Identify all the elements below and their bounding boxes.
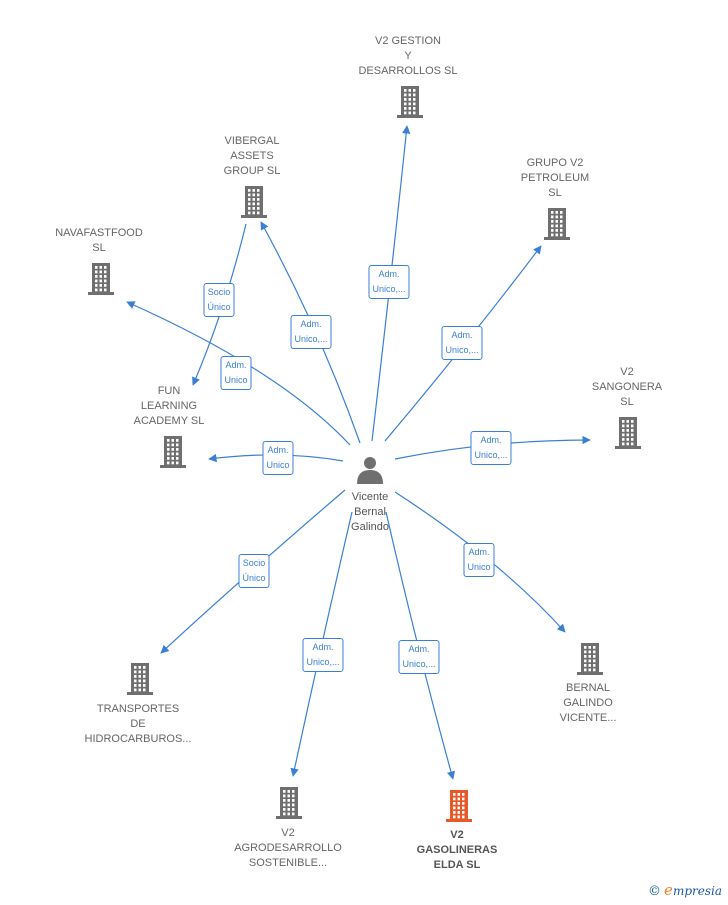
relation-label[interactable]: Socio Único	[238, 554, 270, 588]
relation-label[interactable]: Adm. Unico,...	[398, 640, 440, 674]
company-label-gasolineras[interactable]: V2 GASOLINERAS ELDA SL	[416, 829, 498, 871]
company-building-icon[interactable]	[577, 643, 603, 675]
relation-edge	[126, 301, 351, 446]
relation-label[interactable]: Socio Único	[203, 283, 235, 317]
person-name[interactable]: Vicente Bernal Galindo	[351, 491, 389, 533]
company-label-v2gestion[interactable]: V2 GESTION Y DESARROLLOS SL	[358, 35, 458, 77]
person-icon[interactable]	[357, 457, 383, 484]
company-label-vibergal[interactable]: VIBERGAL ASSETS GROUP SL	[223, 135, 281, 177]
empresia-brand: ©empresia	[648, 881, 722, 899]
company-building-icon[interactable]	[397, 86, 423, 118]
relation-label[interactable]: Adm. Unico	[262, 441, 294, 475]
relation-label[interactable]: Adm. Unico,...	[470, 431, 512, 465]
company-building-icon[interactable]	[127, 663, 153, 695]
company-building-icon[interactable]	[276, 787, 302, 819]
company-building-icon[interactable]	[446, 790, 472, 822]
company-label-navafast[interactable]: NAVAFASTFOOD SL	[55, 227, 143, 254]
relation-label[interactable]: Adm. Unico	[463, 543, 495, 577]
company-label-agro[interactable]: V2 AGRODESARROLLO SOSTENIBLE...	[234, 827, 342, 869]
relation-label[interactable]: Adm. Unico,...	[368, 265, 410, 299]
brand-initial: e	[664, 881, 673, 899]
relation-label[interactable]: Adm. Unico	[220, 356, 252, 390]
relation-label[interactable]: Adm. Unico,...	[290, 315, 332, 349]
company-building-icon[interactable]	[88, 263, 114, 295]
company-building-icon[interactable]	[160, 436, 186, 468]
relation-label[interactable]: Adm. Unico,...	[302, 638, 344, 672]
company-label-fun[interactable]: FUN LEARNING ACADEMY SL	[133, 385, 205, 427]
company-label-sangonera[interactable]: V2 SANGONERA SL	[591, 366, 663, 408]
company-label-grupov2[interactable]: GRUPO V2 PETROLEUM SL	[520, 157, 590, 199]
copyright-icon: ©	[648, 884, 662, 899]
company-label-bernal[interactable]: BERNAL GALINDO VICENTE...	[559, 682, 617, 724]
relation-label[interactable]: Adm. Unico,...	[441, 326, 483, 360]
company-label-transportes[interactable]: TRANSPORTES DE HIDROCARBUROS...	[84, 703, 192, 745]
company-building-icon[interactable]	[544, 208, 570, 240]
brand-name: mpresia	[672, 884, 722, 898]
company-building-icon[interactable]	[241, 186, 267, 218]
company-building-icon[interactable]	[615, 417, 641, 449]
